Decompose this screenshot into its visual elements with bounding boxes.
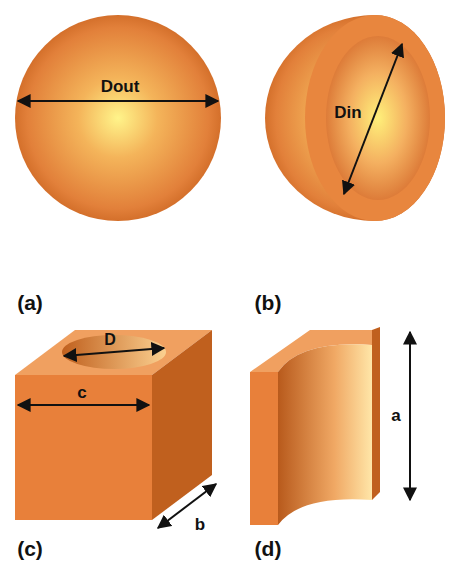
panel-letter: (b): [255, 292, 282, 313]
dimension-label: D: [104, 332, 116, 348]
dimension-label: Din: [334, 104, 361, 121]
dimension-label: a: [391, 407, 400, 424]
panel-letter: (d): [255, 538, 282, 559]
dimension-label: Dout: [101, 78, 140, 95]
panel-letter: (c): [17, 538, 43, 559]
dimension-label: b: [195, 516, 205, 533]
dimension-label: c: [77, 384, 86, 401]
panel-letter: (a): [17, 292, 43, 313]
